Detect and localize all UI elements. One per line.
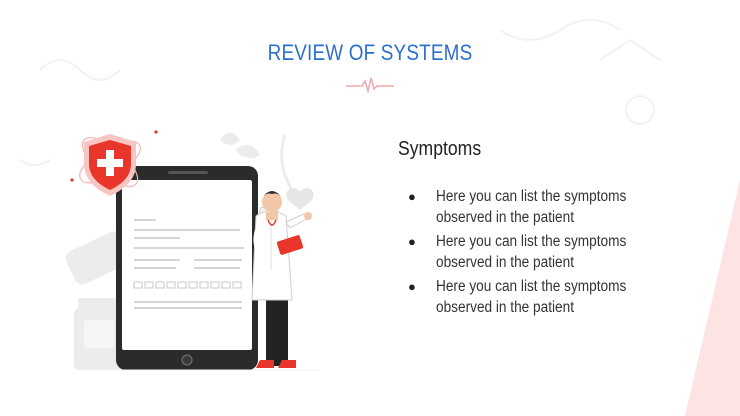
bullet-icon: ●: [408, 279, 416, 294]
tablet-form-illustration: [116, 166, 258, 370]
page-title: REVIEW OF SYSTEMS: [267, 40, 473, 65]
shield-cross-icon: [70, 130, 158, 196]
corner-decoration: [685, 180, 740, 416]
medical-illustration: [65, 130, 320, 371]
bullet-icon: ●: [408, 189, 416, 204]
heartbeat-line-icon: [346, 77, 394, 94]
bullet-icon: ●: [408, 234, 416, 249]
doctor-illustration: [251, 191, 312, 368]
section-heading: Symptoms: [398, 138, 482, 160]
